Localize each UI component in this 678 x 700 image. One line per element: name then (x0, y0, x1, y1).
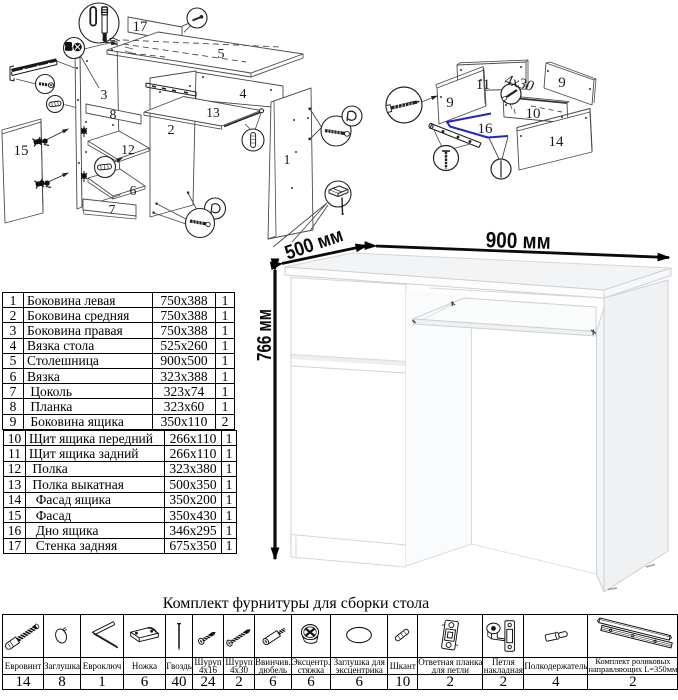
svg-text:17: 17 (133, 19, 149, 35)
svg-text:12: 12 (121, 142, 135, 157)
svg-text:15: 15 (14, 143, 29, 159)
svg-text:6: 6 (130, 183, 137, 198)
svg-text:7: 7 (109, 202, 116, 217)
svg-text:13: 13 (206, 105, 220, 120)
svg-text:900 мм: 900 мм (485, 227, 551, 254)
svg-text:14: 14 (549, 134, 565, 150)
svg-text:11: 11 (476, 77, 490, 93)
svg-text:5: 5 (218, 47, 225, 62)
svg-text:3: 3 (101, 87, 108, 102)
svg-text:2: 2 (168, 123, 175, 138)
svg-text:1: 1 (284, 153, 291, 168)
svg-text:4х30: 4х30 (503, 72, 536, 95)
svg-text:10: 10 (526, 106, 541, 122)
svg-text:16: 16 (478, 121, 494, 137)
svg-text:8: 8 (110, 107, 117, 122)
svg-text:766 мм: 766 мм (254, 309, 276, 361)
svg-text:4: 4 (240, 87, 247, 102)
svg-text:9: 9 (446, 95, 454, 111)
svg-text:9: 9 (558, 75, 566, 91)
